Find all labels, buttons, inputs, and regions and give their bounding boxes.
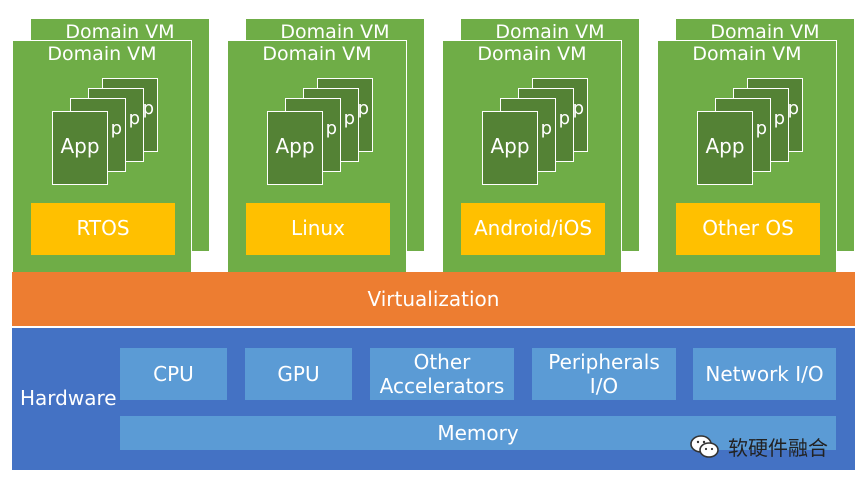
app-label: App [60, 134, 100, 158]
os-label-rtos: RTOS [31, 203, 175, 255]
os-label-linux: Linux [246, 203, 390, 255]
os-label-other-os: Other OS [676, 203, 820, 255]
hw-component-gpu: GPU [245, 348, 352, 400]
os-label-android-ios: Android/iOS [461, 203, 605, 255]
app-label: App [705, 134, 745, 158]
domain-vm-title: Domain VM [495, 21, 605, 43]
domain-vm-title: Domain VM [262, 43, 372, 65]
wechat-icon [690, 434, 720, 460]
hw-component-network-io: Network I/O [693, 348, 836, 400]
app-card: App [52, 111, 108, 185]
domain-vm-title: Domain VM [477, 43, 587, 65]
domain-vm-title: Domain VM [710, 21, 820, 43]
hw-component-other-accelerators: Other Accelerators [370, 348, 514, 400]
domain-vm-3: Domain VM p p p App Android/iOS [442, 40, 622, 274]
hardware-label: Hardware [20, 386, 117, 410]
domain-vm-1: Domain VM p p p App RTOS [12, 40, 192, 274]
domain-vm-title: Domain VM [65, 21, 175, 43]
domain-vm-title: Domain VM [692, 43, 802, 65]
hw-component-cpu: CPU [120, 348, 227, 400]
app-label: App [275, 134, 315, 158]
watermark-text: 软硬件融合 [728, 436, 828, 460]
domain-vm-2: Domain VM p p p App Linux [227, 40, 407, 274]
domain-vm-title: Domain VM [280, 21, 390, 43]
app-card: App [267, 111, 323, 185]
app-card: App [482, 111, 538, 185]
hw-memory-bar: Memory [120, 416, 836, 450]
domain-vm-4: Domain VM p p p App Other OS [657, 40, 837, 274]
virtualization-layer: Virtualization [12, 272, 855, 326]
domain-vm-title: Domain VM [47, 43, 157, 65]
watermark: 软硬件融合 [690, 432, 828, 461]
app-label: App [490, 134, 530, 158]
app-card: App [697, 111, 753, 185]
hw-component-peripherals-io: Peripherals I/O [532, 348, 676, 400]
